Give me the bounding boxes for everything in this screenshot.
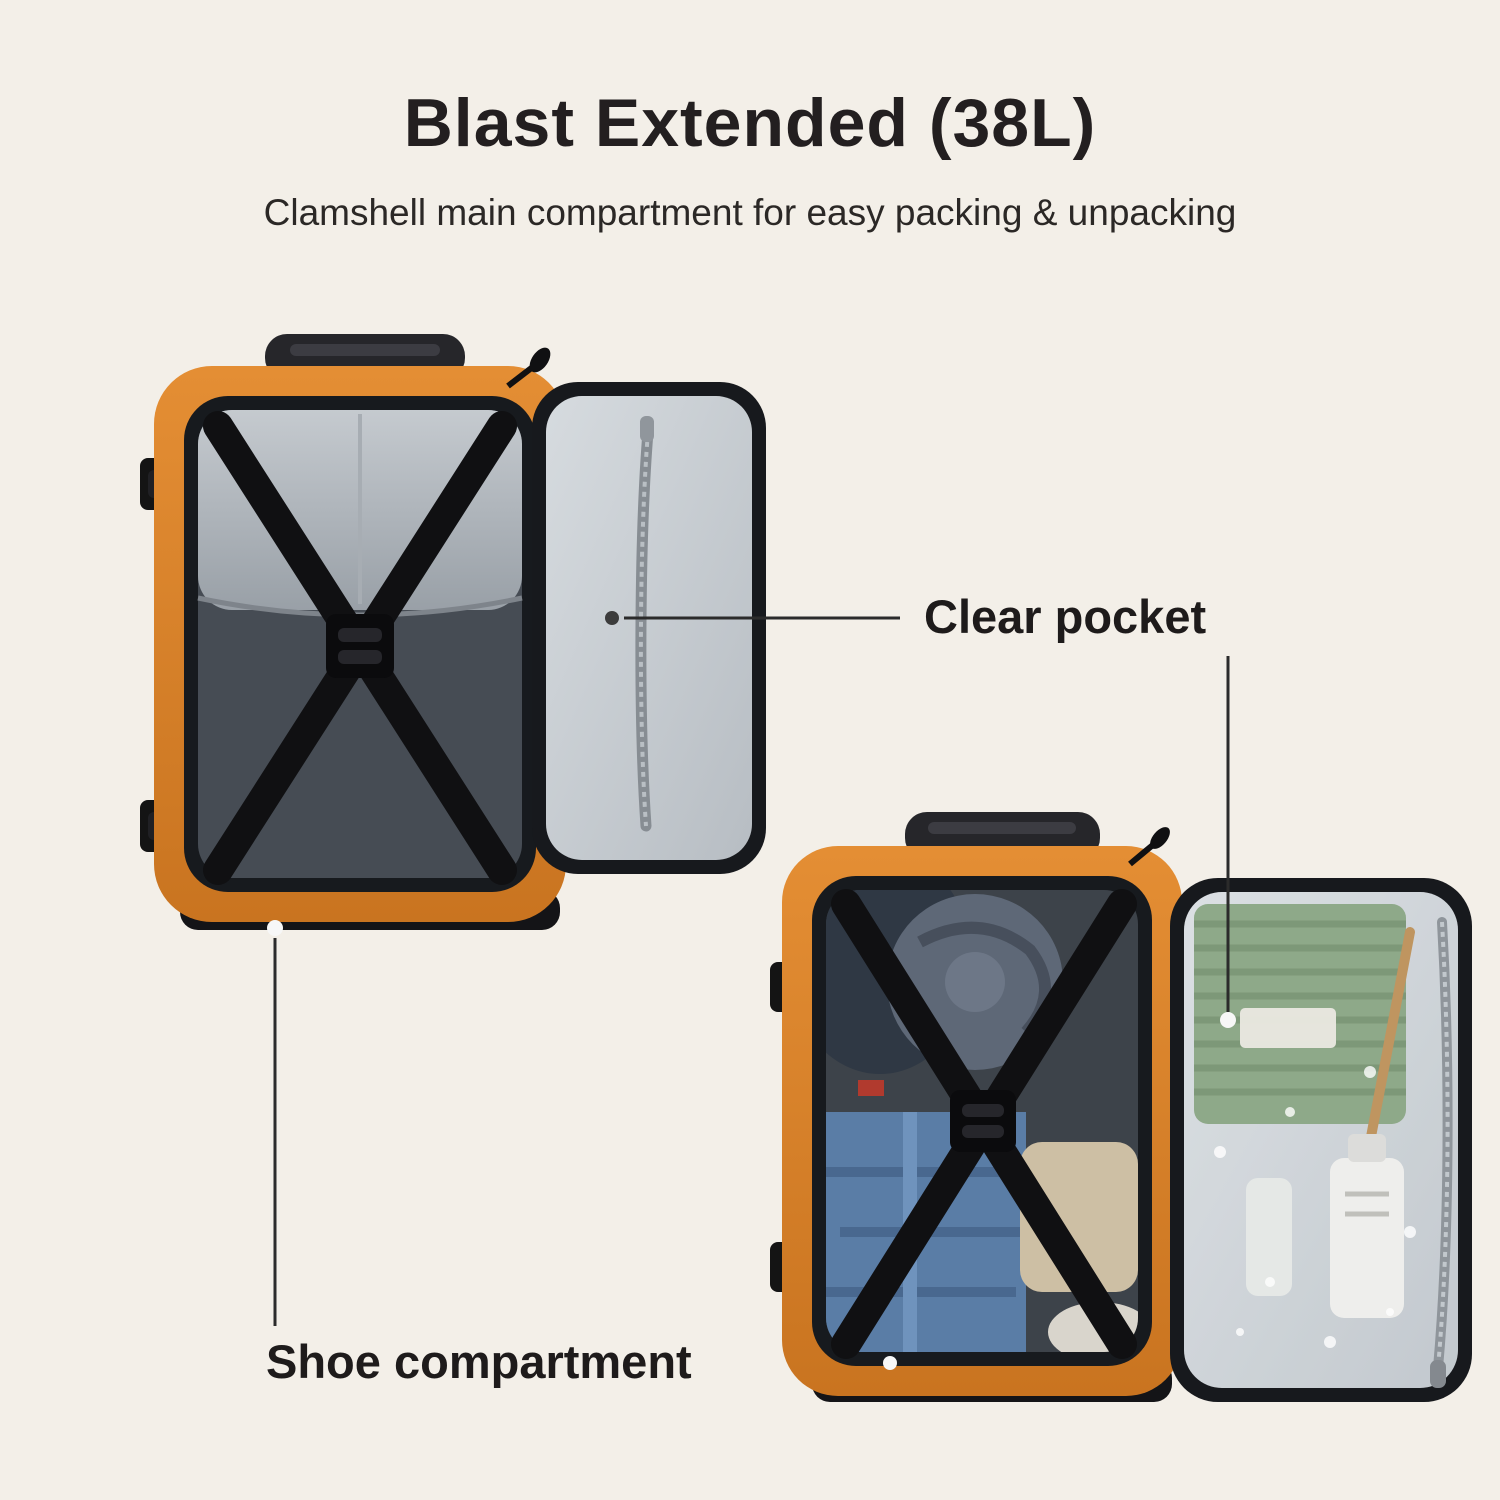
towel-label-card xyxy=(1240,1008,1336,1048)
padded-liner xyxy=(197,410,523,618)
backpack-open-empty-svg xyxy=(140,334,766,930)
open-lid xyxy=(532,382,766,874)
backpack-open-packed-photo xyxy=(770,812,1480,1442)
backpack-open-empty-photo xyxy=(140,330,770,945)
strap-buckle xyxy=(326,614,394,678)
page-title: Blast Extended (38L) xyxy=(403,85,1097,161)
strap-buckle xyxy=(950,1090,1016,1152)
red-tag xyxy=(858,1080,884,1096)
zipper-pulls xyxy=(1128,827,1170,867)
zipper-pulls xyxy=(506,347,551,389)
backpack-open-packed-svg xyxy=(770,812,1472,1402)
water-droplets xyxy=(1214,1066,1416,1348)
toiletry-tube xyxy=(1246,1178,1292,1296)
callout-clear-pocket-label: Clear pocket xyxy=(924,590,1207,643)
toiletry-bottle xyxy=(1330,1158,1404,1318)
wooden-stick xyxy=(1365,927,1415,1147)
page-subtitle: Clamshell main compartment for easy pack… xyxy=(263,192,1237,233)
callout-shoe-compartment-label: Shoe compartment xyxy=(266,1335,692,1388)
clear-pocket-lid xyxy=(1170,878,1472,1402)
